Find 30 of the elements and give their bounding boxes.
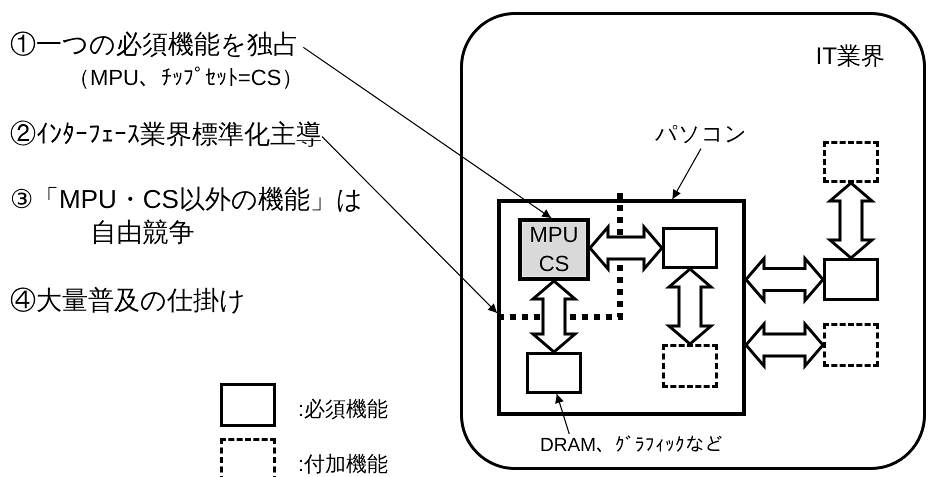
legend-label: :必須機能 (298, 397, 388, 423)
optional-function-box (823, 141, 879, 183)
double-arrow (744, 254, 825, 305)
industry-panel (460, 12, 926, 470)
panel-heading: IT業界 (816, 42, 885, 72)
function-box (662, 227, 718, 269)
leader-line (555, 394, 570, 434)
function-label: MPU CS (528, 220, 580, 278)
optional-function-box (823, 323, 879, 367)
note-text: （MPU、ﾁｯﾌﾟｾｯﾄ=CS） (68, 64, 304, 92)
function-box (518, 218, 590, 281)
double-arrow (664, 267, 716, 346)
double-arrow (528, 279, 580, 354)
leader-line (322, 136, 498, 314)
point-text: ④大量普及の仕掛け (10, 284, 246, 316)
pc-box (497, 199, 746, 416)
leader-line (672, 148, 702, 200)
optional-function-box (662, 344, 718, 388)
point-text: ③「MPU・CS以外の機能」は自由競争 (10, 183, 364, 248)
legend-label: :付加機能 (298, 452, 388, 477)
double-arrow (826, 181, 876, 260)
point-text: ②ｲﾝﾀｰﾌｪｰｽ業界標準化主導 (10, 118, 322, 151)
double-arrow (744, 320, 825, 370)
point-text: ①一つの必須機能を独占 (10, 28, 299, 61)
double-arrow (588, 222, 664, 274)
function-box (526, 352, 582, 394)
callout-text: DRAM、ｸﾞﾗﾌｨｯｸなど (540, 434, 723, 458)
callout-text: パソコン (655, 120, 747, 148)
leader-line (302, 46, 552, 218)
function-box (823, 258, 879, 301)
